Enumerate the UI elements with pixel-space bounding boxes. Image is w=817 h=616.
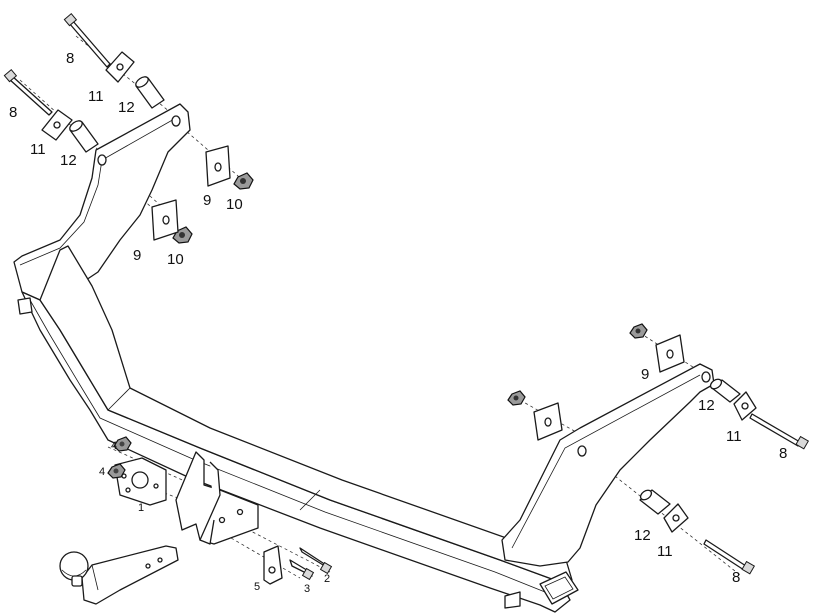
label-3: 3 [304,583,310,595]
spacer-plates [41,51,757,533]
part-labels: 8 8 11 12 11 12 9 10 9 10 9 12 11 8 12 1… [9,50,787,595]
label-2: 2 [324,573,330,585]
label-12: 12 [118,99,135,116]
label-8: 8 [732,569,740,586]
label-12: 12 [634,527,651,544]
spacer-tubes [69,76,741,515]
label-11: 11 [726,428,742,445]
label-10: 10 [167,251,184,268]
bolts [3,13,810,575]
label-9: 9 [203,192,211,209]
label-11: 11 [88,88,104,105]
main-cross-beam [17,245,579,613]
label-5: 5 [254,581,260,593]
label-8: 8 [9,104,17,121]
tow-ball-neck [59,545,179,605]
label-1: 1 [138,502,144,514]
label-4: 4 [111,440,117,452]
label-12: 12 [60,152,77,169]
right-mounting-bracket [501,363,715,567]
bottom-hardware [263,545,333,585]
label-9: 9 [133,247,141,264]
centre-mounting-plates [175,451,259,545]
label-8: 8 [779,445,787,462]
label-11: 11 [30,141,46,158]
socket-plate [114,457,167,506]
square-washers [151,145,685,441]
label-10: 10 [226,196,243,213]
label-9: 9 [641,366,649,383]
left-mounting-bracket [13,103,191,301]
label-4: 4 [99,466,105,478]
label-12: 12 [698,397,715,414]
label-11: 11 [657,543,673,560]
label-8: 8 [66,50,74,67]
nuts [107,172,648,479]
